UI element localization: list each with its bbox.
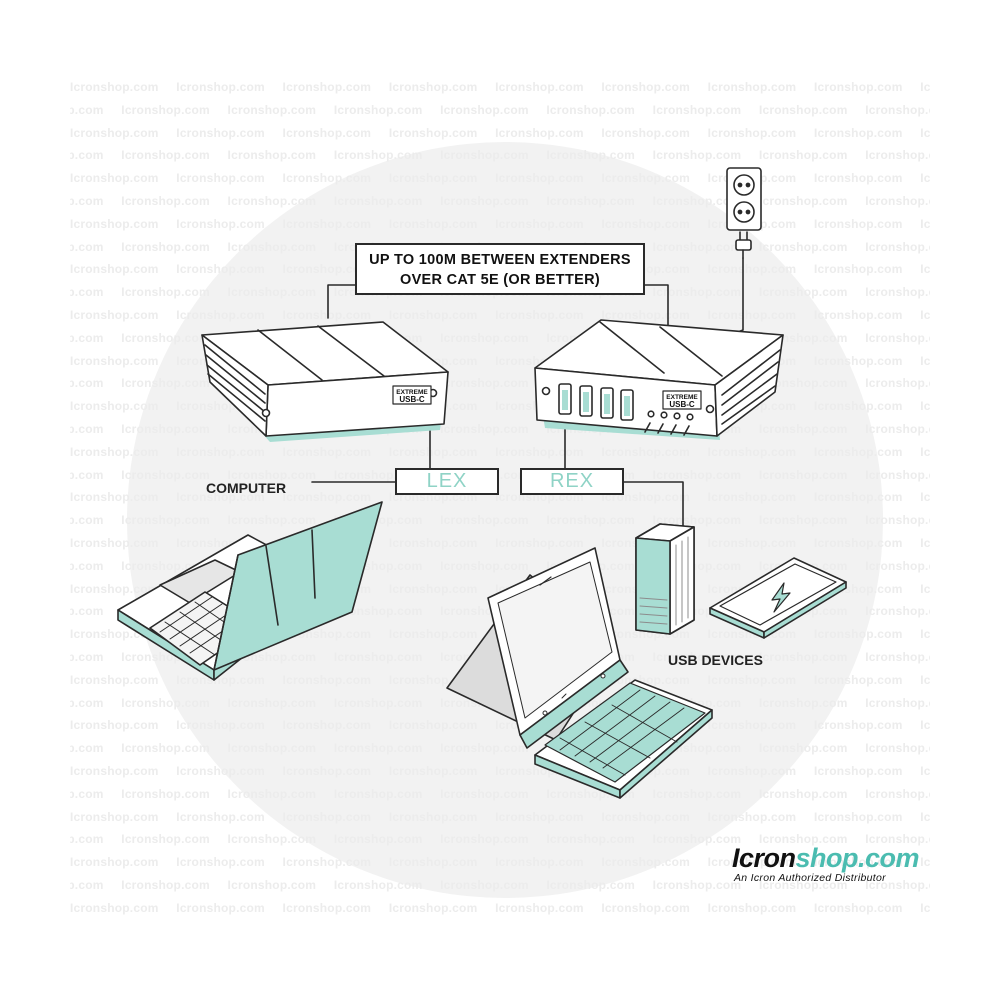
watermark-row: Icronshop.com Icronshop.com Icronshop.co… xyxy=(70,171,1000,186)
rex-badge-line1: EXTREME xyxy=(666,394,698,401)
callout-line-2: OVER CAT 5E (OR BETTER) xyxy=(400,272,600,288)
watermark-row: Icronshop.com Icronshop.com Icronshop.co… xyxy=(15,148,1000,163)
watermark-row: Icronshop.com Icronshop.com Icronshop.co… xyxy=(70,764,1000,778)
computer-label: COMPUTER xyxy=(206,480,287,496)
watermark-row: Icronshop.com Icronshop.com Icronshop.co… xyxy=(70,490,1000,505)
lex-badge-line2: USB-C xyxy=(399,395,425,404)
watermark-row: Icronshop.com Icronshop.com Icronshop.co… xyxy=(70,125,1000,140)
usb-speaker-icon xyxy=(635,523,695,635)
watermark-row: Icronshop.com Icronshop.com Icronshop.co… xyxy=(70,216,1000,231)
brand-logo: Icronshop.com An Icron Authorized Distri… xyxy=(732,843,920,884)
device-badge-rex xyxy=(662,390,702,410)
watermark-row: Icronshop.com Icronshop.com Icronshop.co… xyxy=(70,809,1000,824)
brand-tagline: An Icron Authorized Distributor xyxy=(734,872,886,884)
brand-name-part1: Icron xyxy=(732,843,796,873)
power-outlet-icon xyxy=(726,167,762,259)
rex-extender-device xyxy=(534,319,784,440)
distance-callout: UP TO 100M BETWEEN EXTENDERS OVER CAT 5E… xyxy=(355,243,645,295)
lex-extender-device xyxy=(201,321,449,442)
tablet-keyboard-icon xyxy=(446,547,713,799)
callout-line-1: UP TO 100M BETWEEN EXTENDERS xyxy=(369,252,631,268)
watermark-row: Icronshop.com Icronshop.com Icronshop.co… xyxy=(70,80,1000,94)
rex-label: REX xyxy=(520,468,624,495)
watermark-row: Icronshop.com Icronshop.com Icronshop.co… xyxy=(15,878,1000,892)
brand-name-part2: shop.com xyxy=(795,843,920,873)
computer-laptop-icon xyxy=(117,501,383,681)
usb-devices-label: USB DEVICES xyxy=(668,652,763,668)
usb-phone-icon xyxy=(709,557,847,639)
watermark-row: Icronshop.com Icronshop.com Icronshop.co… xyxy=(15,832,1000,847)
watermark-row: Icronshop.com Icronshop.com Icronshop.co… xyxy=(15,513,1000,528)
lex-badge-line1: EXTREME xyxy=(396,389,428,396)
watermark-row: Icronshop.com Icronshop.com Icronshop.co… xyxy=(15,102,1000,117)
watermark-row: Icronshop.com Icronshop.com Icronshop.co… xyxy=(70,900,1000,915)
watermark-row: Icronshop.com Icronshop.com Icronshop.co… xyxy=(70,308,1000,322)
device-badge-lex xyxy=(392,385,432,405)
watermark-row: Icronshop.com Icronshop.com Icronshop.co… xyxy=(15,786,1000,801)
watermark-row: Icronshop.com Icronshop.com Icronshop.co… xyxy=(70,718,1000,733)
watermark-row: Icronshop.com Icronshop.com Icronshop.co… xyxy=(15,467,1000,482)
watermark-row: Icronshop.com Icronshop.com Icronshop.co… xyxy=(70,444,1000,459)
watermark-row: Icronshop.com Icronshop.com Icronshop.co… xyxy=(15,741,1000,756)
rex-badge-line2: USB-C xyxy=(669,400,695,409)
lex-label: LEX xyxy=(395,468,499,495)
watermark-row: Icronshop.com Icronshop.com Icronshop.co… xyxy=(15,194,1000,208)
watermark-row: Icronshop.com Icronshop.com Icronshop.co… xyxy=(70,855,1000,870)
